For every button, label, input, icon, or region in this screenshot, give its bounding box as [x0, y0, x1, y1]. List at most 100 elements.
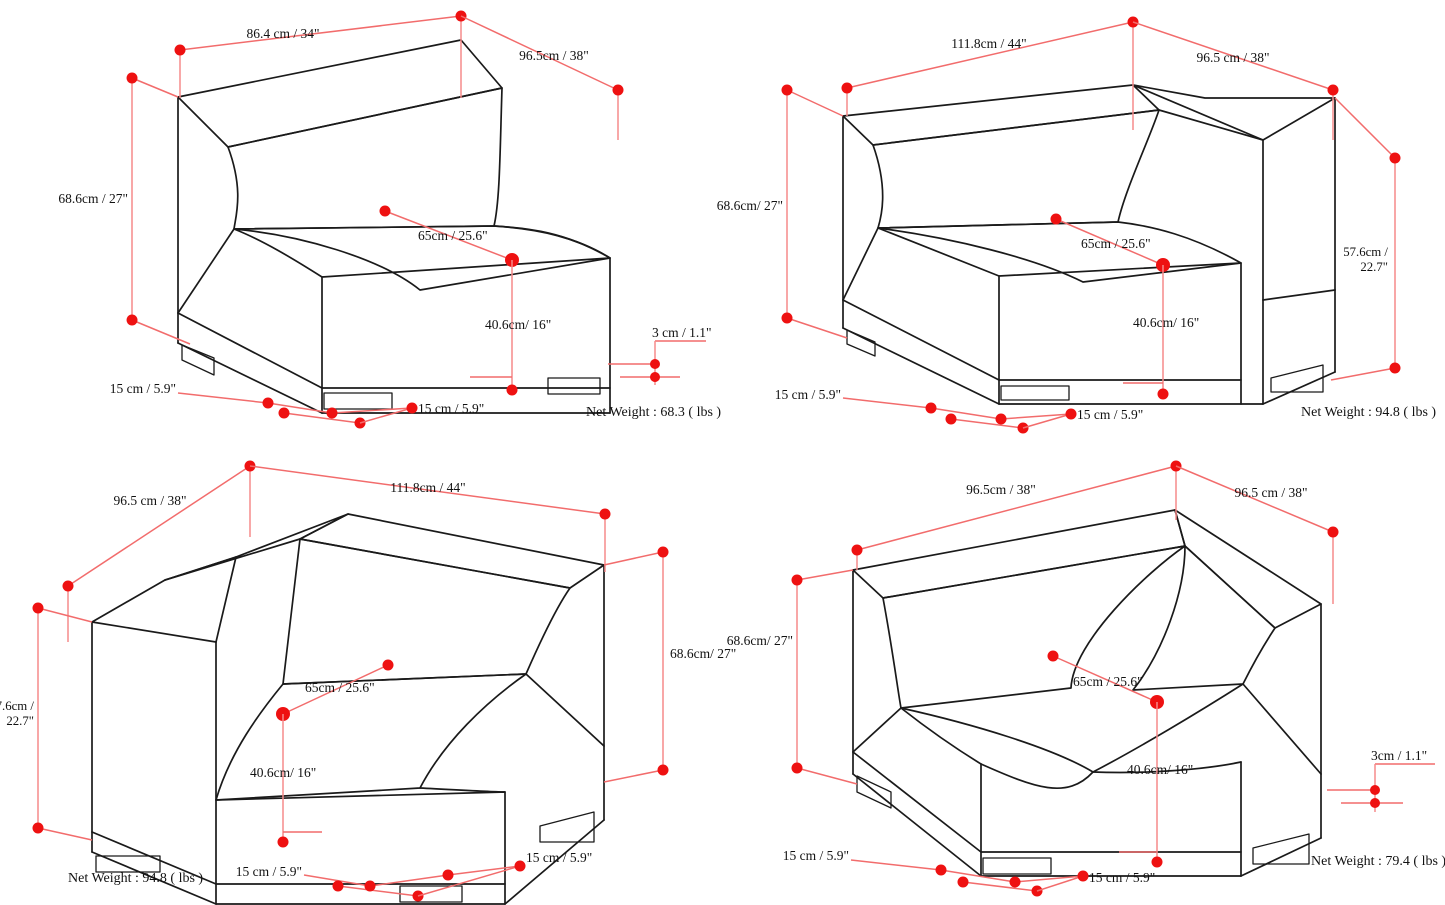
label-leg-right: 15 cm / 5.9"	[526, 850, 592, 865]
dim-leg-height: 3cm / 1.1"	[1327, 748, 1435, 812]
dim-seat-height: 40.6cm/ 16"	[470, 260, 551, 396]
dim-dot	[1157, 388, 1169, 400]
label-width-top: 111.8cm / 44"	[390, 480, 465, 495]
label-leg-left: 15 cm / 5.9"	[110, 381, 176, 396]
dim-dot	[1389, 362, 1401, 374]
dim-dot	[657, 764, 669, 776]
dim-dot	[957, 876, 969, 888]
left-arm-chair-drawing	[91, 513, 605, 905]
label-seat-height: 40.6cm/ 16"	[1133, 315, 1199, 330]
dim-dot	[332, 880, 344, 892]
label-seat-height: 40.6cm/ 16"	[1127, 762, 1193, 777]
dim-dot	[791, 762, 803, 774]
dim-dot	[1327, 526, 1339, 538]
dim-seat-depth: 65cm / 25.6"	[379, 205, 519, 267]
net-weight-corner: Net Weight : 79.4 ( lbs )	[1311, 854, 1445, 869]
net-weight-left-arm: Net Weight : 94.8 ( lbs )	[68, 871, 203, 886]
label-arm-height-line1: 57.6cm /	[0, 699, 34, 713]
armless-chair-drawing	[177, 39, 611, 414]
label-back-height: 68.6cm/ 27"	[717, 198, 783, 213]
dim-dot	[514, 860, 526, 872]
corner-chair-drawing	[852, 509, 1322, 877]
label-leg-front: 15 cm / 5.9"	[1077, 407, 1143, 422]
dim-leg-left: 15 cm / 5.9"	[236, 864, 449, 902]
label-depth-top: 96.5 cm / 38"	[1196, 50, 1269, 65]
panel-left-arm-chair: 96.5 cm / 38" 111.8cm / 44" 68.6cm/ 27"	[0, 452, 736, 905]
dim-width-top: 111.8cm / 44"	[249, 465, 611, 572]
dim-dot	[657, 546, 669, 558]
dim-back-height: 68.6cm/ 27"	[603, 546, 736, 783]
label-width-top: 111.8cm / 44"	[951, 36, 1026, 51]
label-depth-top: 96.5 cm / 38"	[1234, 485, 1307, 500]
dim-width-top: 111.8cm / 44"	[841, 16, 1139, 130]
dim-dot	[326, 407, 338, 419]
dim-dot	[32, 822, 44, 834]
label-depth-top: 96.5cm / 38"	[519, 48, 589, 63]
dim-dot	[781, 84, 793, 96]
label-seat-depth: 65cm / 25.6"	[1081, 236, 1151, 251]
dim-dot	[126, 72, 138, 84]
dim-dot	[1327, 84, 1339, 96]
dim-dot	[126, 314, 138, 326]
dim-leg-front: 15 cm / 5.9"	[326, 401, 484, 424]
label-depth-top: 96.5 cm / 38"	[113, 493, 186, 508]
label-back-height: 68.6cm/ 27"	[727, 633, 793, 648]
dim-back-height: 68.6cm / 27"	[58, 72, 191, 345]
label-arm-height-line1: 57.6cm /	[1343, 245, 1388, 259]
net-weight-right-arm: Net Weight : 94.8 ( lbs )	[1301, 405, 1436, 420]
label-seat-height: 40.6cm/ 16"	[485, 317, 551, 332]
dim-back-height: 68.6cm/ 27"	[717, 84, 848, 339]
dim-dot	[62, 580, 74, 592]
dim-dot	[781, 312, 793, 324]
label-seat-depth: 65cm / 25.6"	[305, 680, 375, 695]
dim-width-top: 86.4 cm / 34"	[174, 10, 467, 98]
dim-dot	[1009, 876, 1021, 888]
label-width-top: 96.5cm / 38"	[966, 482, 1036, 497]
dim-dot	[1065, 408, 1077, 420]
dim-dot	[612, 84, 624, 96]
dim-dot	[1370, 785, 1380, 795]
dim-leg-left: 15 cm / 5.9"	[775, 387, 1029, 434]
panel-right-arm-chair: 111.8cm / 44" 96.5 cm / 38" 68.6cm/ 27"	[717, 0, 1445, 452]
label-leg-left: 15 cm / 5.9"	[236, 864, 302, 879]
dim-dot	[791, 574, 803, 586]
dim-depth-top: 96.5 cm / 38"	[1175, 465, 1339, 604]
panel-armless-chair: 86.4 cm / 34" 96.5cm / 38" 68.6cm / 27"	[0, 0, 722, 452]
dim-dot	[382, 659, 394, 671]
label-back-height: 68.6cm / 27"	[58, 191, 128, 206]
dim-seat-height: 40.6cm/ 16"	[1123, 265, 1199, 400]
dim-dot	[1077, 870, 1089, 882]
dim-dot	[174, 44, 186, 56]
dim-leg-front: 15 cm / 5.9"	[995, 407, 1143, 429]
label-seat-depth: 65cm / 25.6"	[1073, 674, 1143, 689]
dim-arm-height: 57.6cm / 22.7"	[0, 602, 93, 841]
dim-arm-height: 57.6cm / 22.7"	[1330, 97, 1401, 381]
dim-leg-height: 3 cm / 1.1"	[608, 325, 712, 385]
label-arm-height-line2: 22.7"	[1360, 260, 1388, 274]
dim-dot	[935, 864, 947, 876]
label-leg-height: 3 cm / 1.1"	[652, 325, 712, 340]
dim-dot	[406, 402, 418, 414]
dim-dot	[650, 372, 660, 382]
label-leg-left: 15 cm / 5.9"	[783, 848, 849, 863]
dim-dot	[851, 544, 863, 556]
dim-dot	[650, 359, 660, 369]
dim-dot	[1389, 152, 1401, 164]
dim-dot	[599, 508, 611, 520]
dim-dot	[1050, 213, 1062, 225]
label-arm-height-line2: 22.7"	[6, 714, 34, 728]
dim-dot	[1370, 798, 1380, 808]
dim-dot	[995, 413, 1007, 425]
dim-dot	[442, 869, 454, 881]
dim-dot	[364, 880, 376, 892]
label-seat-depth: 65cm / 25.6"	[418, 228, 488, 243]
dim-dot	[277, 836, 289, 848]
dim-seat-height: 40.6cm/ 16"	[1119, 702, 1193, 868]
dim-dot	[278, 407, 290, 419]
dim-dot	[379, 205, 391, 217]
label-leg-height: 3cm / 1.1"	[1371, 748, 1427, 763]
dim-dot	[925, 402, 937, 414]
net-weight-armless: Net Weight : 68.3 ( lbs )	[586, 405, 721, 420]
dim-dot	[945, 413, 957, 425]
